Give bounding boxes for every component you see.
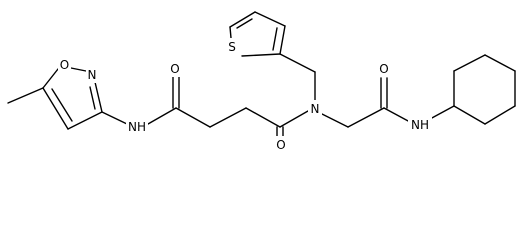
isoxazole-oxygen-label: O [60, 58, 69, 72]
molecule-structure: O N O NH O N S O NH [7, 11, 516, 153]
amide3-oxygen-label: O [379, 62, 388, 76]
bond-c4-c5-inner [51, 88, 73, 122]
bond-c3-c4 [67, 111, 103, 130]
bond-c4-c5-inner [236, 18, 253, 29]
bond-c4-c5 [229, 11, 256, 28]
glycinamide-chain [321, 77, 455, 128]
bond-c5-s [229, 26, 232, 39]
bond-c2-c3 [279, 25, 286, 55]
amide1-oxygen-label: O [170, 62, 179, 76]
amide2-oxygen-label: O [276, 138, 285, 152]
cyclohexane-ring [453, 54, 516, 125]
bond-ch2-c2 [279, 53, 316, 73]
isoxazole-nitrogen-label: N [88, 68, 97, 82]
thiophene-sulfur-label: S [228, 40, 236, 54]
bond-cy6-cy1 [453, 105, 486, 125]
bond-co3-nh [383, 107, 411, 123]
bond-n2-c3 [94, 81, 103, 113]
tertiary-nitrogen-label: N [311, 102, 320, 116]
bond-c3-c4 [254, 11, 286, 27]
amide3-nh-label: NH [411, 118, 429, 132]
succinamide-chain [101, 75, 309, 138]
bond-ch2-co2 [245, 107, 281, 128]
bond-nh-co1 [147, 107, 177, 125]
bond-c5-o1 [42, 68, 59, 89]
bond-c4-c5 [42, 87, 69, 130]
isoxazole-ring [7, 67, 103, 130]
amide1-nh-label: NH [128, 120, 146, 134]
bond-c2-c3-inner [272, 27, 278, 51]
bond-co2-n [279, 110, 309, 128]
bond-cy5-cy6 [484, 105, 516, 125]
bond-ch2-ch2 [209, 107, 247, 128]
bond-cy2-cy3 [453, 54, 486, 72]
bond-methyl-c5 [7, 87, 44, 104]
bond-cy3-cy4 [484, 54, 516, 72]
bond-nh-cy [429, 105, 455, 120]
bond-n-ch2-gly [321, 113, 349, 128]
bond-c3-nh [101, 111, 128, 125]
bond-co1-ch2 [175, 107, 211, 128]
bond-o1-n2 [70, 67, 87, 72]
bond-n2-c3-inner [89, 86, 96, 110]
atom-labels: O N O NH O N S O NH [58, 38, 432, 153]
thiophene-ring [229, 11, 316, 101]
bond-ch2-co3 [347, 107, 385, 128]
bond-s-c2 [241, 53, 281, 57]
